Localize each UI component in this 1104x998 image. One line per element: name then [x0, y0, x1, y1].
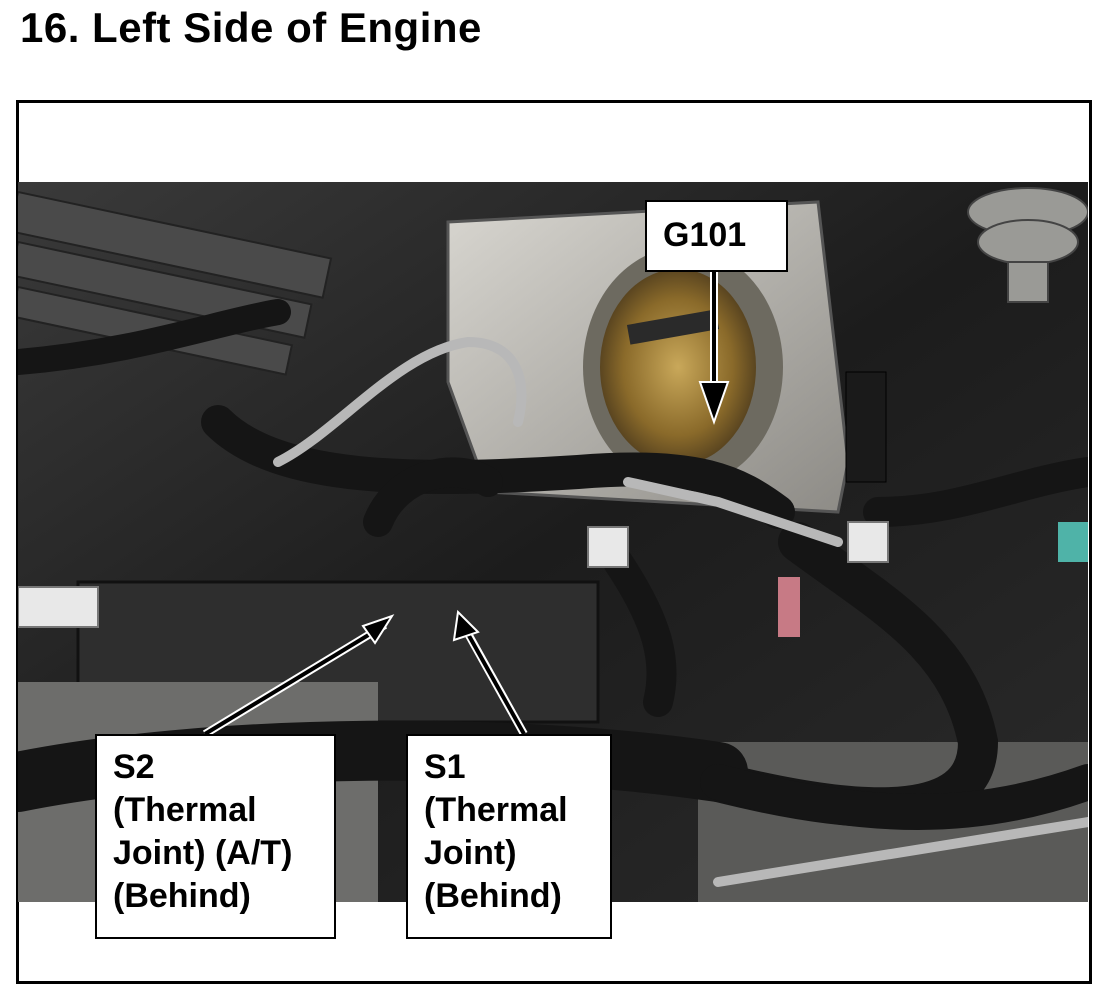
s2-label-line-2: (Thermal [113, 791, 257, 829]
s1-arrow [452, 609, 528, 736]
engine-photo-illustration [18, 182, 1088, 902]
page-title: 16. Left Side of Engine [20, 4, 482, 51]
g101-label: G101 [663, 216, 747, 254]
s1-callout: S1 (Thermal Joint) (Behind) [406, 734, 612, 939]
s1-label-line-3: Joint) [424, 834, 517, 872]
engine-photo [18, 182, 1088, 902]
s2-label-line-1: S2 [113, 748, 155, 786]
s1-label-line-1: S1 [424, 748, 466, 786]
g101-callout: G101 [645, 200, 788, 272]
s2-label-line-3: Joint) (A/T) [113, 834, 293, 872]
s2-arrow [202, 614, 395, 738]
s2-label-line-4: (Behind) [113, 877, 251, 915]
s1-label-line-4: (Behind) [424, 877, 562, 915]
g101-arrow [698, 272, 730, 426]
s1-label-line-2: (Thermal [424, 791, 568, 829]
s2-callout: S2 (Thermal Joint) (A/T) (Behind) [95, 734, 336, 939]
